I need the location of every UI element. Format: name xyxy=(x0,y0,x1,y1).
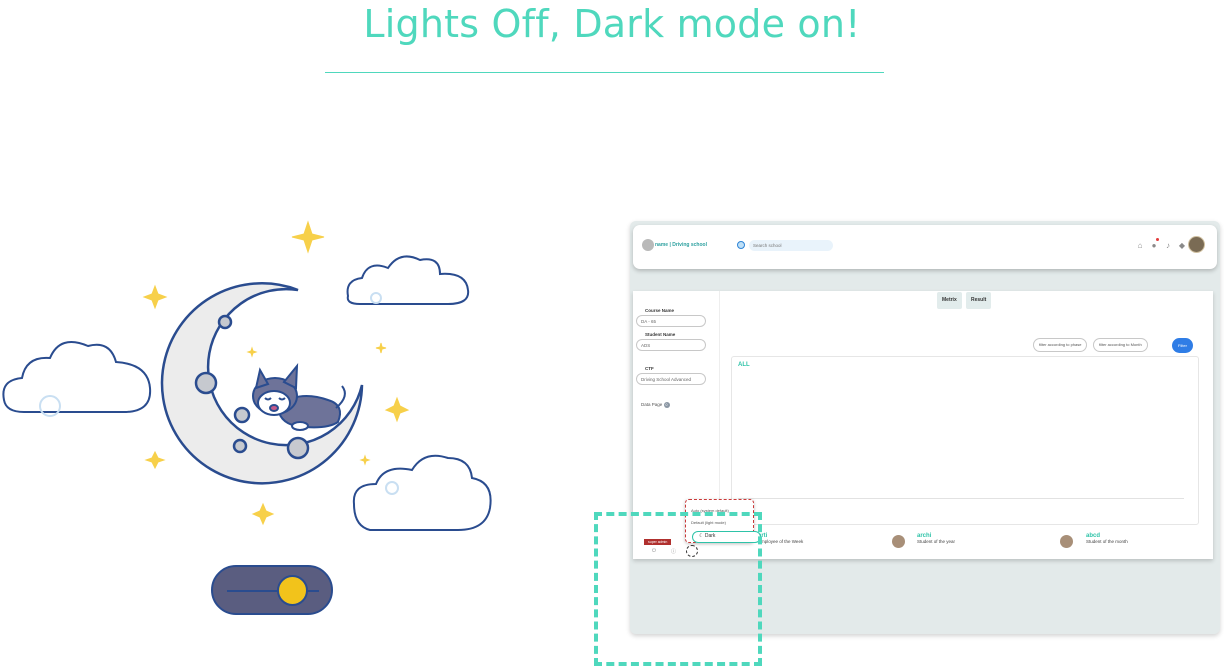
sleeping-puppy xyxy=(252,363,346,431)
sidebar-item-label: Data Page xyxy=(641,402,663,407)
student-of-month: abcd Student of the month xyxy=(1086,533,1128,544)
avatar xyxy=(1060,535,1073,548)
moon-icon: ☾ xyxy=(699,533,705,539)
search-input[interactable] xyxy=(749,240,833,251)
star-icon xyxy=(291,220,325,254)
cloud-icon xyxy=(346,255,470,305)
star-icon xyxy=(142,284,168,310)
chart-panel: ALL xyxy=(731,356,1199,525)
student-month-name: abcd xyxy=(1086,533,1101,539)
notification-dot xyxy=(1156,238,1159,241)
sidebar-item-data-page[interactable]: Data Page 0 xyxy=(641,402,670,408)
course-label: Course Name xyxy=(645,308,675,313)
theme-icon[interactable] xyxy=(686,545,698,557)
student-field[interactable]: ADS xyxy=(636,339,706,351)
bell-icon[interactable]: ♪ xyxy=(1166,241,1170,250)
theme-option-default[interactable]: Default (light mode) xyxy=(691,520,726,525)
star-icon xyxy=(359,454,371,466)
star-icon xyxy=(251,502,275,526)
employee-caption: Employee of the Week xyxy=(758,539,804,544)
user-icon xyxy=(642,239,654,251)
search-icon[interactable] xyxy=(737,241,745,249)
count-badge: 0 xyxy=(663,402,670,408)
tab-result[interactable]: Result xyxy=(966,292,992,309)
course-field[interactable]: DA - 65 xyxy=(636,315,706,327)
cloud-icon xyxy=(2,341,152,413)
toggle-track xyxy=(227,590,319,592)
sleeping-moon-illustration xyxy=(2,220,492,531)
student-year-caption: Student of the year xyxy=(917,539,956,544)
app-screenshot: name | Driving school ⌂ ● ♪ ◆ Course Nam… xyxy=(630,221,1220,634)
student-of-year: archi Student of the year xyxy=(917,533,955,544)
filter-sidebar: Course Name DA - 65 Student Name ADS CTF… xyxy=(633,291,720,539)
theme-option-dark[interactable]: ☾ Dark xyxy=(692,531,761,543)
filter-button[interactable]: Filter xyxy=(1172,338,1193,353)
employee-name: arti xyxy=(758,533,768,539)
theme-option-dark-label: Dark xyxy=(704,533,716,539)
avatar xyxy=(892,535,905,548)
ctf-field[interactable]: Driving School Advanced xyxy=(636,373,706,385)
chart-axis xyxy=(738,498,1184,499)
chart-title: ALL xyxy=(738,362,750,368)
phase-filter-button[interactable]: filter according to phase xyxy=(1033,338,1088,352)
cloud-icon xyxy=(352,454,492,531)
crescent-moon xyxy=(160,282,364,485)
ctf-label: CTF xyxy=(645,366,654,371)
role-badge: super admin xyxy=(644,539,672,545)
toggle-knob[interactable] xyxy=(277,575,308,606)
month-filter-button[interactable]: filter according to Month xyxy=(1093,338,1148,352)
star-icon xyxy=(144,450,166,470)
tab-metrix[interactable]: Metrix xyxy=(937,292,962,309)
student-month-caption: Student of the month xyxy=(1086,539,1128,544)
hero-title: Lights Off, Dark mode on! xyxy=(363,2,861,46)
chat-icon[interactable]: ● xyxy=(1151,241,1157,250)
hero-divider xyxy=(325,72,884,73)
student-label: Student Name xyxy=(645,332,676,337)
tag-icon[interactable]: ◆ xyxy=(1178,241,1186,250)
student-year-name: archi xyxy=(917,533,932,539)
avatar[interactable] xyxy=(1188,236,1205,253)
home-icon[interactable]: ⌂ xyxy=(1137,241,1143,250)
power-icon[interactable]: ⏻ xyxy=(652,548,656,554)
theme-option-auto[interactable]: Auto (system default) xyxy=(691,508,729,513)
header-icons: ⌂ ● ♪ ◆ xyxy=(1135,241,1187,250)
star-icon xyxy=(384,396,410,423)
app-header: name | Driving school ⌂ ● ♪ ◆ xyxy=(633,225,1217,269)
focus-highlight xyxy=(594,512,762,666)
brand-name: name | Driving school xyxy=(655,242,707,248)
info-icon[interactable]: ⓘ xyxy=(671,549,677,555)
star-icon xyxy=(375,342,387,354)
dark-mode-toggle[interactable] xyxy=(211,565,333,615)
employee-of-week: arti Employee of the Week xyxy=(758,533,803,544)
star-icon xyxy=(246,346,258,358)
